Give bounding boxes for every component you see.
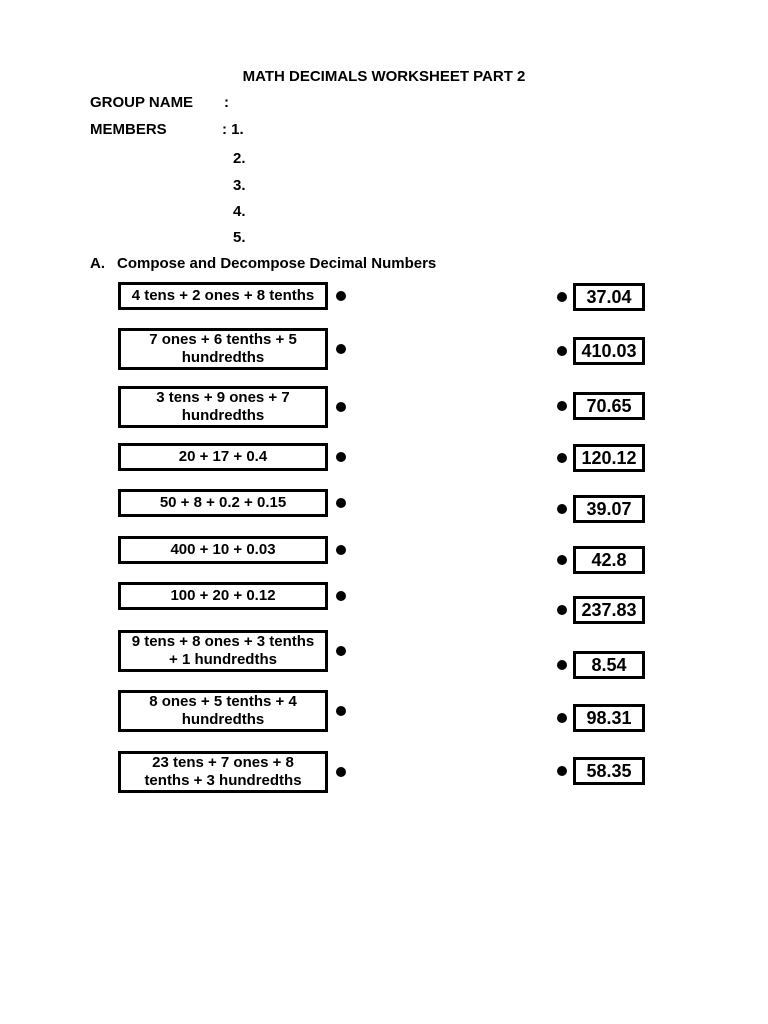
match-left-row-3: 3 tens + 9 ones + 7 hundredths xyxy=(118,386,346,428)
section-label: A. xyxy=(90,255,105,272)
left-connector-dot[interactable] xyxy=(336,291,346,301)
decimal-value-box: 120.12 xyxy=(573,444,645,472)
right-connector-dot[interactable] xyxy=(557,401,567,411)
match-right-row-3: 70.65 xyxy=(557,392,645,420)
decimal-value: 37.04 xyxy=(586,287,632,307)
right-connector-dot[interactable] xyxy=(557,766,567,776)
decimal-value: 237.83 xyxy=(581,600,637,620)
decimal-value-box: 42.8 xyxy=(573,546,645,574)
match-right-row-10: 58.35 xyxy=(557,757,645,785)
decimal-value: 39.07 xyxy=(586,499,632,519)
decimal-value: 8.54 xyxy=(591,655,627,675)
decomposition-text: 9 tens + 8 ones + 3 tenths + 1 hundredth… xyxy=(131,633,315,668)
match-left-row-7: 100 + 20 + 0.12 xyxy=(118,582,346,610)
decomposition-box: 4 tens + 2 ones + 8 tenths xyxy=(118,282,328,310)
decomposition-box: 8 ones + 5 tenths + 4 hundredths xyxy=(118,690,328,732)
decimal-value: 70.65 xyxy=(586,396,632,416)
match-right-row-5: 39.07 xyxy=(557,495,645,523)
members-item-2: 2. xyxy=(233,150,246,167)
decimal-value: 98.31 xyxy=(586,708,632,728)
match-right-row-1: 37.04 xyxy=(557,283,645,311)
left-connector-dot[interactable] xyxy=(336,498,346,508)
match-left-row-10: 23 tens + 7 ones + 8 tenths + 3 hundredt… xyxy=(118,751,346,793)
left-connector-dot[interactable] xyxy=(336,767,346,777)
match-left-row-8: 9 tens + 8 ones + 3 tenths + 1 hundredth… xyxy=(118,630,346,672)
decimal-value-box: 37.04 xyxy=(573,283,645,311)
members-item-5: 5. xyxy=(233,229,246,246)
match-left-row-4: 20 + 17 + 0.4 xyxy=(118,443,346,471)
group-name-label: GROUP NAME xyxy=(90,94,194,111)
right-connector-dot[interactable] xyxy=(557,555,567,565)
left-connector-dot[interactable] xyxy=(336,452,346,462)
match-right-row-4: 120.12 xyxy=(557,444,645,472)
decomposition-text: 20 + 17 + 0.4 xyxy=(178,448,268,465)
match-right-row-2: 410.03 xyxy=(557,337,645,365)
match-right-row-9: 98.31 xyxy=(557,704,645,732)
decimal-value-box: 39.07 xyxy=(573,495,645,523)
decimal-value-box: 410.03 xyxy=(573,337,645,365)
left-connector-dot[interactable] xyxy=(336,402,346,412)
decimal-value: 42.8 xyxy=(591,550,627,570)
decimal-value-box: 58.35 xyxy=(573,757,645,785)
decomposition-text: 23 tens + 7 ones + 8 tenths + 3 hundredt… xyxy=(144,754,302,789)
decomposition-text: 400 + 10 + 0.03 xyxy=(170,541,276,558)
right-connector-dot[interactable] xyxy=(557,605,567,615)
group-name-separator: : xyxy=(224,94,229,111)
decimal-value: 410.03 xyxy=(581,341,637,361)
decomposition-text: 50 + 8 + 0.2 + 0.15 xyxy=(159,494,287,511)
match-right-row-7: 237.83 xyxy=(557,596,645,624)
right-connector-dot[interactable] xyxy=(557,504,567,514)
worksheet-title: MATH DECIMALS WORKSHEET PART 2 xyxy=(242,68,526,85)
right-connector-dot[interactable] xyxy=(557,292,567,302)
members-item-4: 4. xyxy=(233,203,246,220)
decimal-value-box: 237.83 xyxy=(573,596,645,624)
left-connector-dot[interactable] xyxy=(336,344,346,354)
decomposition-text: 8 ones + 5 tenths + 4 hundredths xyxy=(149,693,297,728)
members-label: MEMBERS xyxy=(90,121,167,138)
match-left-row-5: 50 + 8 + 0.2 + 0.15 xyxy=(118,489,346,517)
right-connector-dot[interactable] xyxy=(557,713,567,723)
decomposition-text: 3 tens + 9 ones + 7 hundredths xyxy=(156,389,290,424)
match-left-row-6: 400 + 10 + 0.03 xyxy=(118,536,346,564)
left-connector-dot[interactable] xyxy=(336,706,346,716)
decomposition-box: 7 ones + 6 tenths + 5 hundredths xyxy=(118,328,328,370)
decimal-value: 120.12 xyxy=(581,448,637,468)
left-connector-dot[interactable] xyxy=(336,545,346,555)
members-item-3: 3. xyxy=(233,177,246,194)
decomposition-box: 20 + 17 + 0.4 xyxy=(118,443,328,471)
decomposition-text: 4 tens + 2 ones + 8 tenths xyxy=(131,287,315,304)
match-left-row-1: 4 tens + 2 ones + 8 tenths xyxy=(118,282,346,310)
decomposition-box: 400 + 10 + 0.03 xyxy=(118,536,328,564)
members-item-1: : 1. xyxy=(222,121,244,138)
decimal-value: 58.35 xyxy=(586,761,632,781)
decomposition-box: 9 tens + 8 ones + 3 tenths + 1 hundredth… xyxy=(118,630,328,672)
decimal-value-box: 98.31 xyxy=(573,704,645,732)
decomposition-box: 3 tens + 9 ones + 7 hundredths xyxy=(118,386,328,428)
decimal-value-box: 70.65 xyxy=(573,392,645,420)
decomposition-box: 23 tens + 7 ones + 8 tenths + 3 hundredt… xyxy=(118,751,328,793)
decomposition-box: 50 + 8 + 0.2 + 0.15 xyxy=(118,489,328,517)
match-left-row-9: 8 ones + 5 tenths + 4 hundredths xyxy=(118,690,346,732)
right-connector-dot[interactable] xyxy=(557,453,567,463)
section-heading: Compose and Decompose Decimal Numbers xyxy=(117,255,437,272)
decomposition-box: 100 + 20 + 0.12 xyxy=(118,582,328,610)
decomposition-text: 7 ones + 6 tenths + 5 hundredths xyxy=(149,331,297,366)
right-connector-dot[interactable] xyxy=(557,346,567,356)
left-connector-dot[interactable] xyxy=(336,646,346,656)
match-right-row-8: 8.54 xyxy=(557,651,645,679)
match-right-row-6: 42.8 xyxy=(557,546,645,574)
right-connector-dot[interactable] xyxy=(557,660,567,670)
match-left-row-2: 7 ones + 6 tenths + 5 hundredths xyxy=(118,328,346,370)
decomposition-text: 100 + 20 + 0.12 xyxy=(170,587,276,604)
decimal-value-box: 8.54 xyxy=(573,651,645,679)
left-connector-dot[interactable] xyxy=(336,591,346,601)
